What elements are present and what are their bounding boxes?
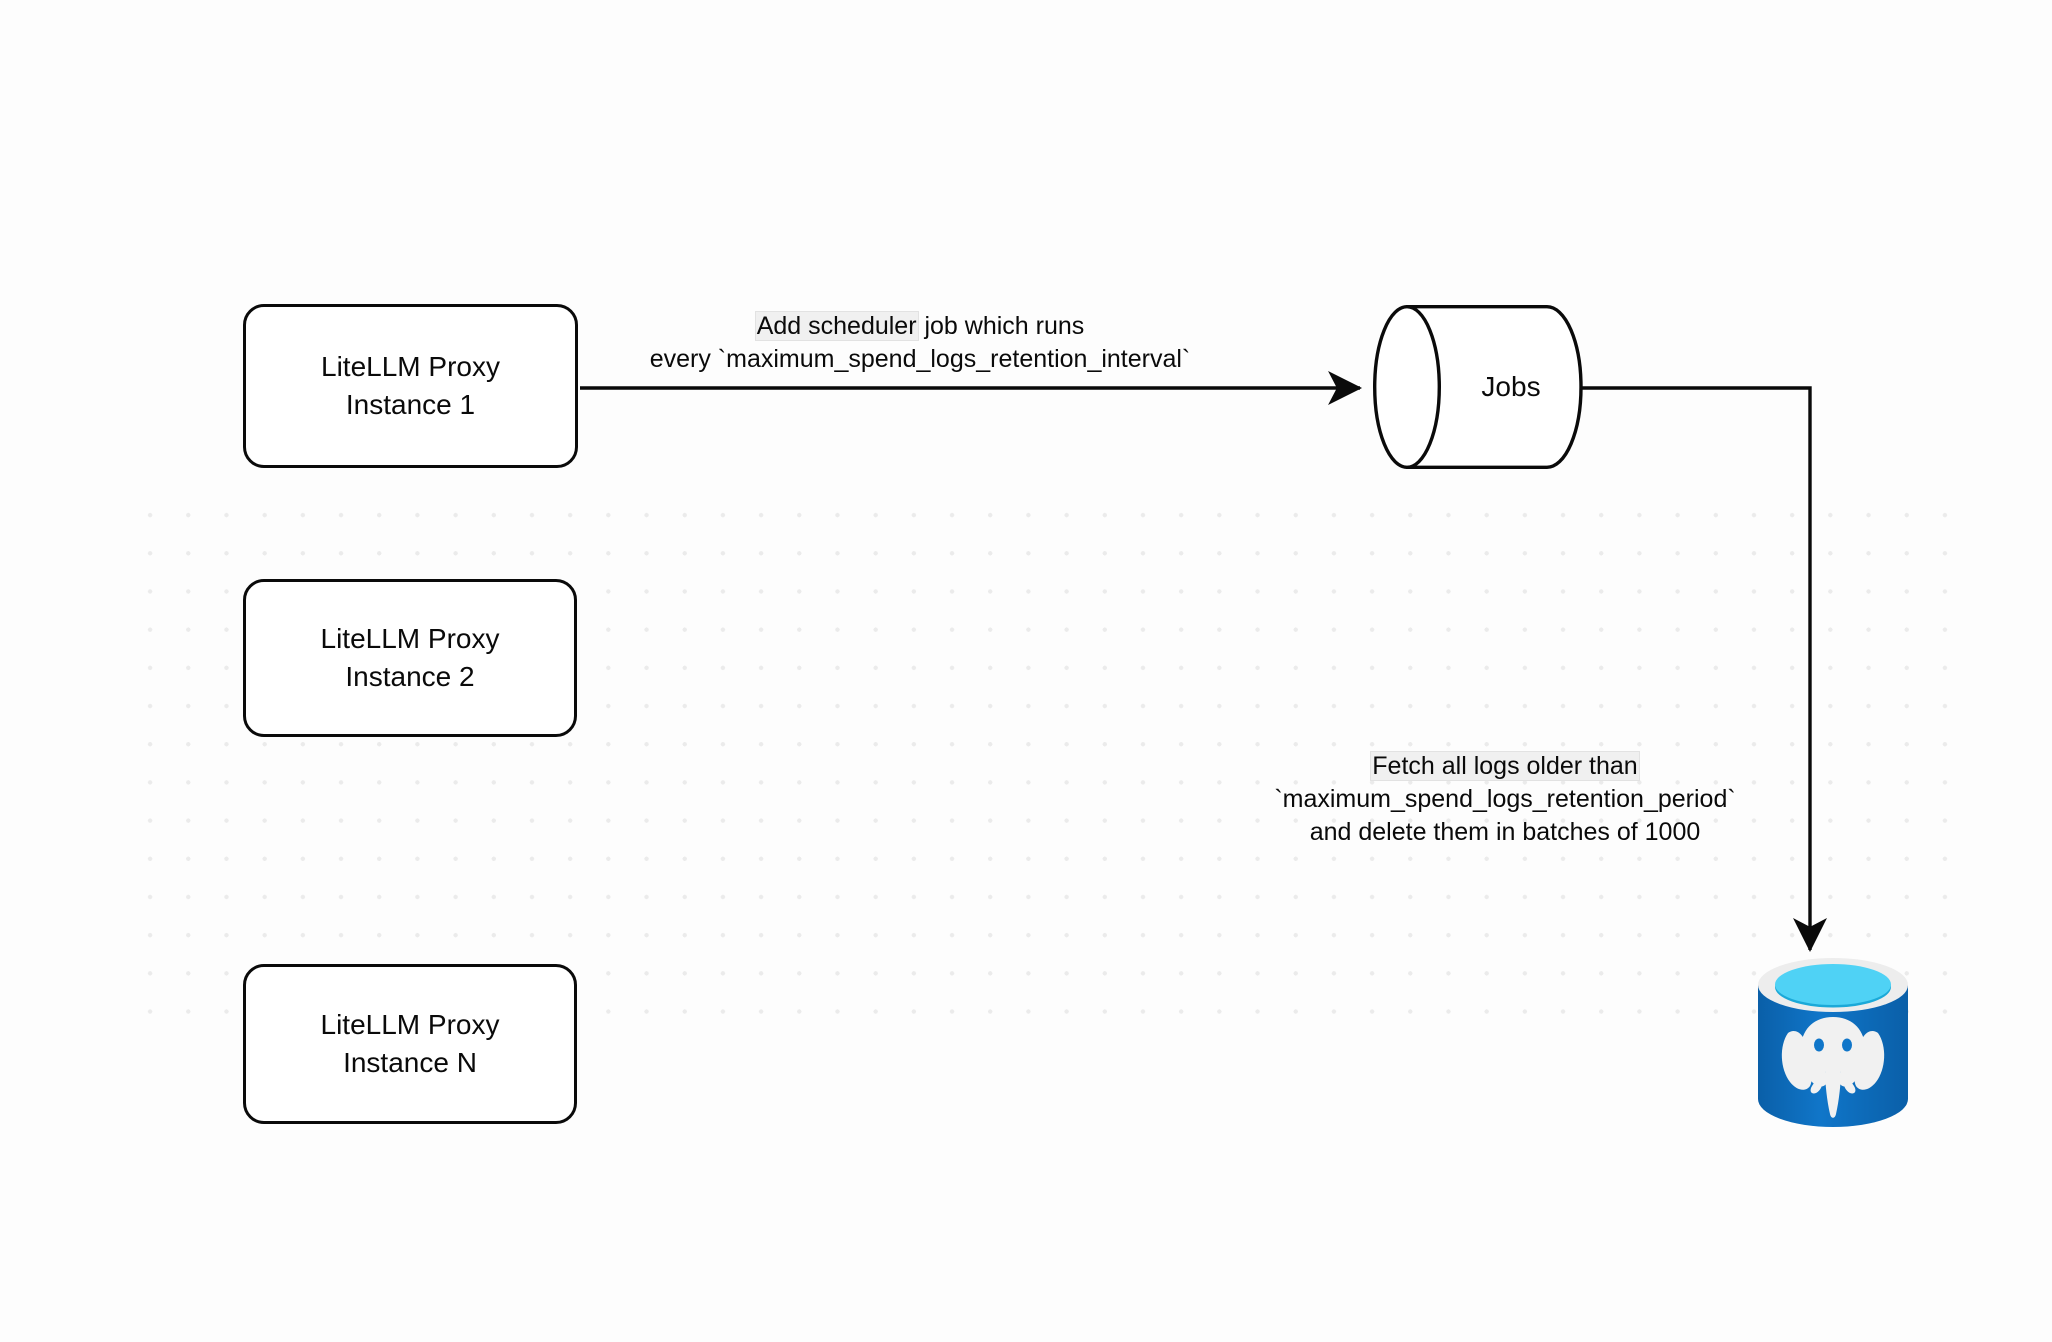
node-label-line1: LiteLLM Proxy	[321, 350, 500, 382]
node-litellm-proxy-instance-n[interactable]: LiteLLM Proxy Instance N	[243, 964, 577, 1124]
node-jobs-queue[interactable]: Jobs	[1373, 304, 1583, 470]
node-litellm-proxy-instance-2[interactable]: LiteLLM Proxy Instance 2	[243, 579, 577, 737]
elephant-eyes	[1814, 1038, 1852, 1052]
edge-label-line1: Fetch all logs older than	[1205, 750, 1805, 783]
edge-label-line1: Add scheduler job which runs	[560, 310, 1280, 343]
edge-label-fetch: Fetch all logs older than `maximum_spend…	[1205, 750, 1805, 849]
node-litellm-proxy-instance-1[interactable]: LiteLLM Proxy Instance 1	[243, 304, 578, 468]
node-label-line2: Instance 2	[345, 661, 475, 692]
node-label-line2: Instance N	[343, 1047, 477, 1078]
node-jobs-label: Jobs	[1481, 371, 1541, 402]
node-label-line1: LiteLLM Proxy	[320, 622, 500, 654]
edge-jobs-to-postgres	[1582, 386, 1827, 953]
edge-label-line3: and delete them in batches of 1000	[1309, 818, 1701, 846]
node-label-line1: LiteLLM Proxy	[320, 1008, 500, 1040]
edge-label-line2: `maximum_spend_logs_retention_period`	[1274, 785, 1736, 813]
postgresql-elephant-database-icon	[1758, 958, 1908, 1127]
edge-label-line1-rest: job which runs	[917, 312, 1085, 340]
cylinder-icon	[1373, 304, 1583, 470]
edge-label-line1-highlight: Add scheduler	[755, 312, 918, 340]
node-label-line2: Instance 1	[345, 389, 476, 420]
edge-label-line1-highlight: Fetch all logs older than	[1371, 752, 1639, 780]
edge-label-line2: every `maximum_spend_logs_retention_inte…	[649, 345, 1191, 373]
elephant-tusks	[1810, 1081, 1856, 1094]
edge-label-scheduler: Add scheduler job which runs every `maxi…	[560, 310, 1280, 376]
node-postgresql-database[interactable]	[1753, 958, 1913, 1130]
